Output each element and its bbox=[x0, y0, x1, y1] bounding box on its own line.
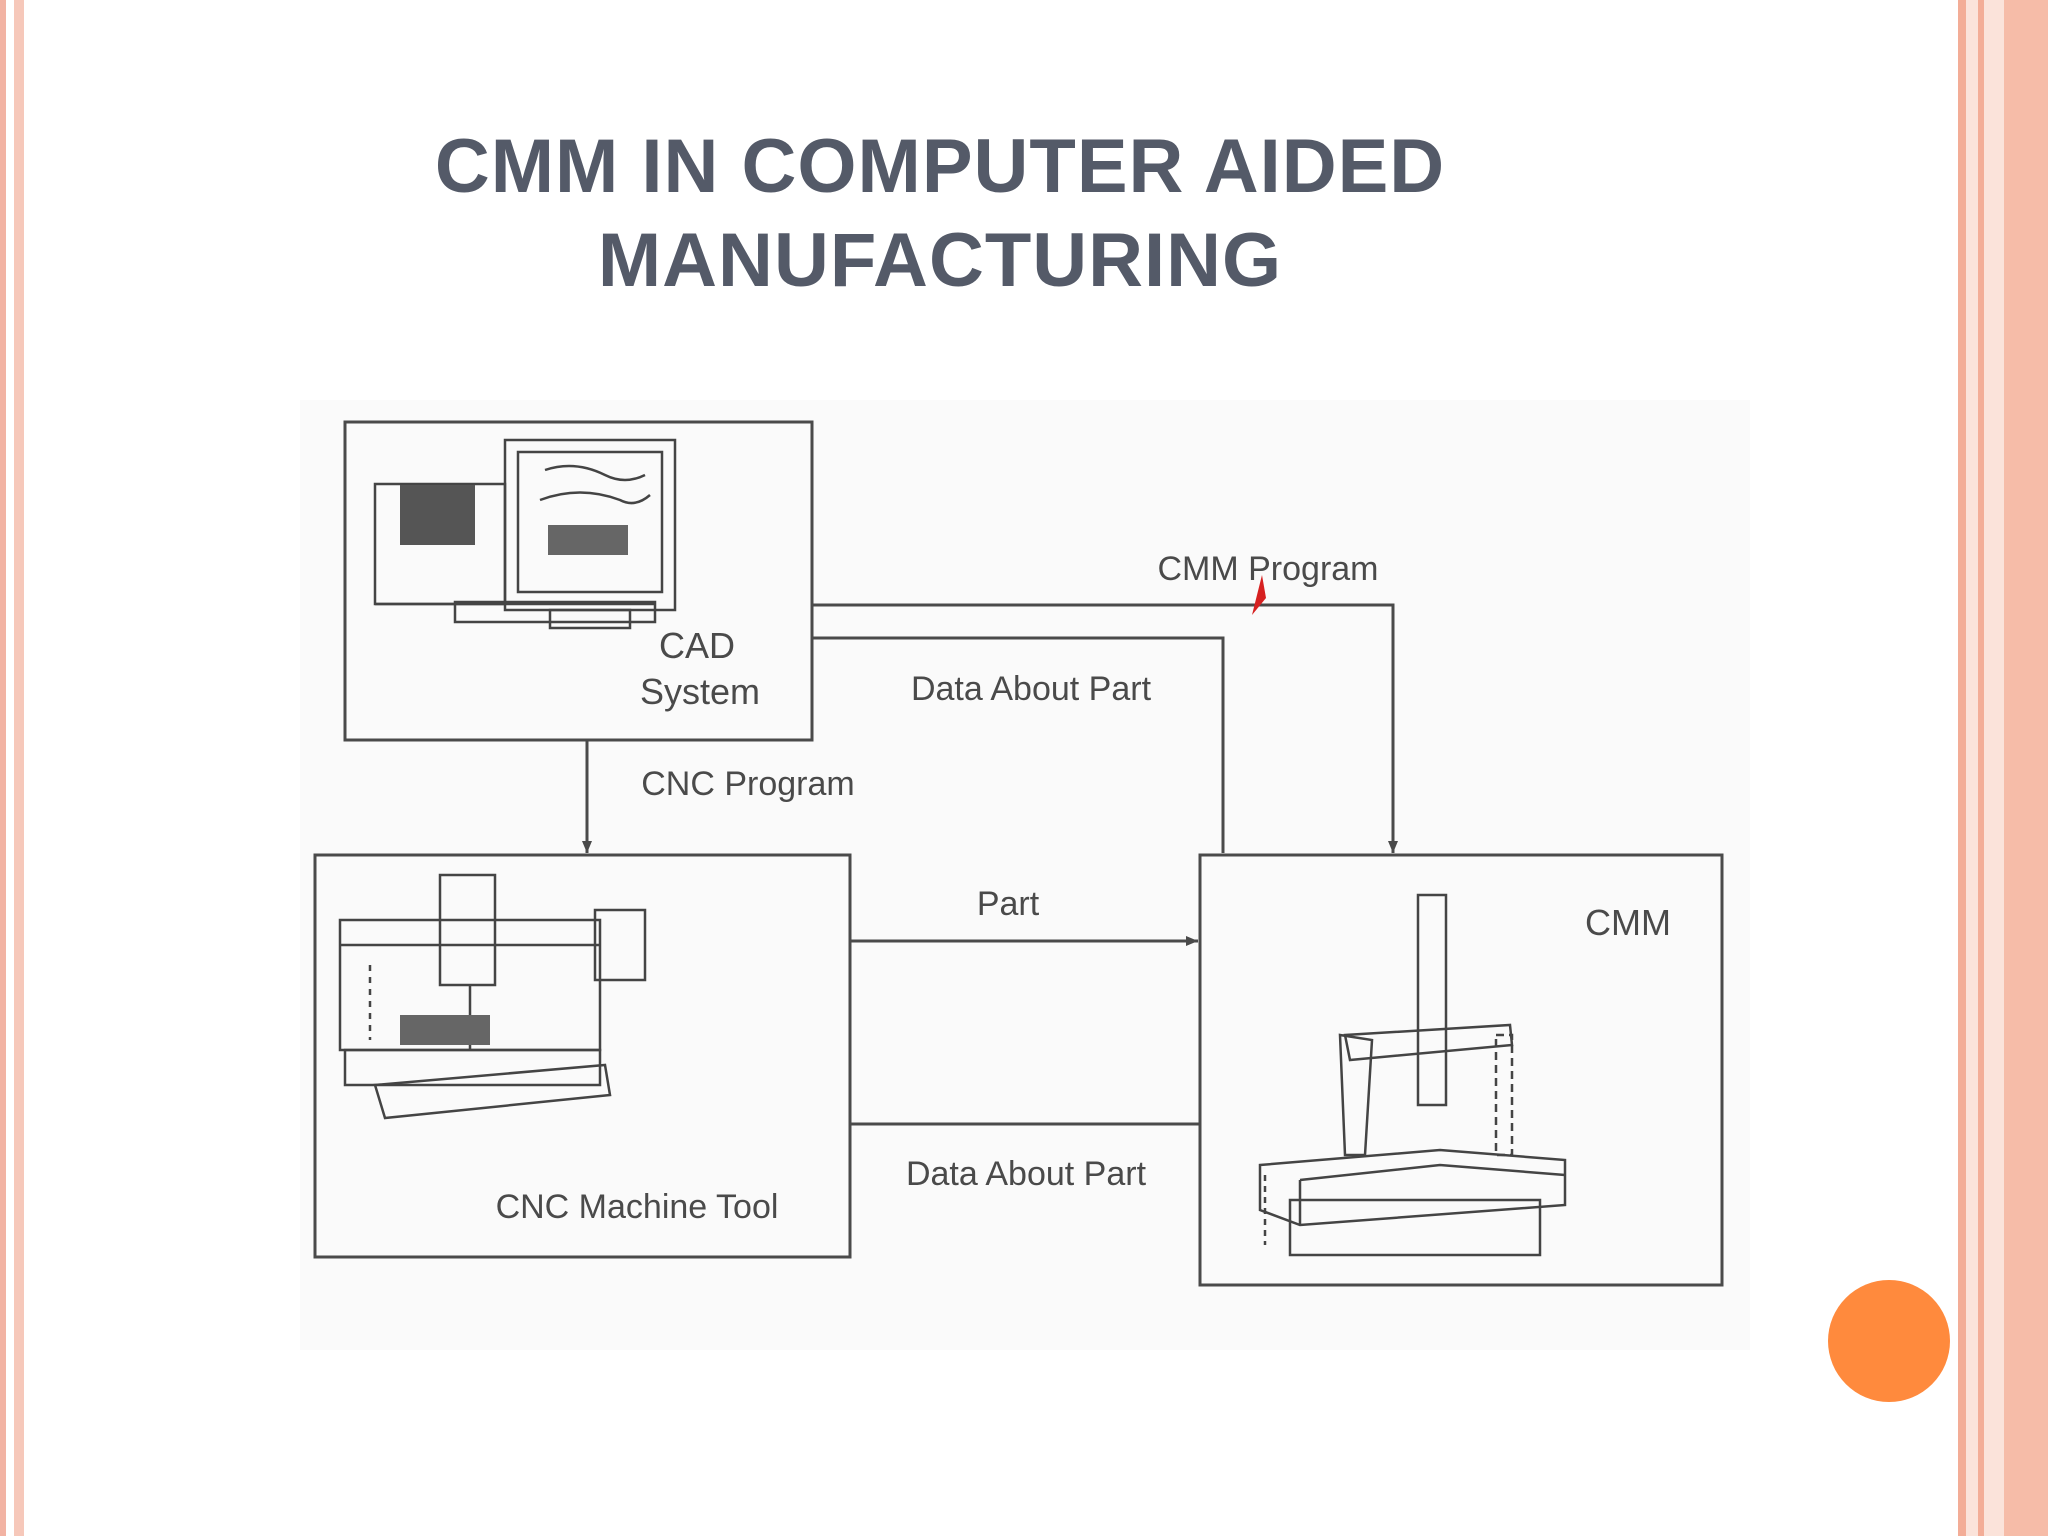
cnc-machine-node: CNC Machine Tool bbox=[313, 853, 852, 1259]
cad-system-node: CAD System bbox=[343, 420, 814, 742]
diagram-background bbox=[300, 400, 1750, 1350]
cmm-box bbox=[1198, 853, 1724, 1287]
frame-right-stripe-3 bbox=[2004, 0, 2048, 1536]
cad-label-line-2: System bbox=[640, 671, 760, 712]
edge-part: Part bbox=[850, 885, 1198, 946]
data-about-part-top-label: Data About Part bbox=[911, 670, 1152, 708]
cmm-program-arrow bbox=[812, 603, 1398, 853]
cnc-label: CNC Machine Tool bbox=[496, 1188, 779, 1226]
slide-title-line-1: CMM IN COMPUTER AIDED bbox=[434, 124, 1446, 209]
cmm-program-label: CMM Program bbox=[1157, 550, 1378, 588]
accent-circle bbox=[1828, 1280, 1950, 1402]
cnc-machine-box bbox=[313, 853, 852, 1259]
data-about-part-bottom-label: Data About Part bbox=[906, 1155, 1147, 1193]
cmm-label: CMM bbox=[1585, 902, 1671, 943]
cad-label-line-1: CAD bbox=[659, 625, 735, 666]
cnc-machine-icon bbox=[338, 873, 647, 1120]
edge-data-about-part-bottom: Data About Part bbox=[850, 1122, 1200, 1193]
slide-title-line-2: MANUFACTURING bbox=[597, 218, 1283, 303]
frame-right-stripe-2 bbox=[1978, 0, 1984, 1536]
red-pen-mark-icon bbox=[1252, 575, 1266, 615]
cad-system-box bbox=[343, 420, 814, 742]
frame-right-stripe-1 bbox=[1958, 0, 1966, 1536]
cmm-machine-icon bbox=[1258, 893, 1567, 1257]
data-about-part-top-line bbox=[812, 636, 1225, 853]
cnc-program-label: CNC Program bbox=[641, 765, 854, 803]
frame-left-outer-stripe bbox=[0, 0, 6, 1536]
edge-cmm-program: CMM Program bbox=[812, 550, 1398, 853]
part-label: Part bbox=[977, 885, 1040, 923]
cad-workstation-icon bbox=[373, 438, 677, 630]
slide-title: CMM IN COMPUTER AIDED MANUFACTURING bbox=[330, 120, 1550, 308]
cmm-node: CMM bbox=[1198, 853, 1724, 1287]
edge-data-about-part-top: Data About Part bbox=[812, 636, 1225, 853]
edge-cnc-program: CNC Program bbox=[582, 740, 855, 853]
frame-left-inner-stripe bbox=[14, 0, 24, 1536]
